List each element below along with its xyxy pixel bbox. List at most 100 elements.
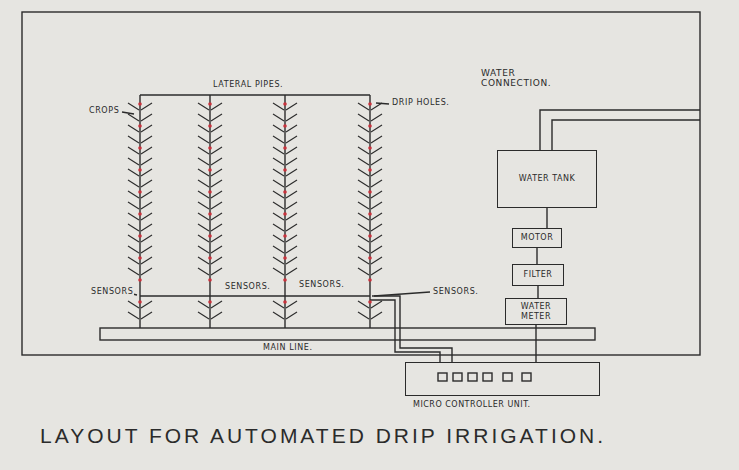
crop-leaf <box>128 158 139 165</box>
crop-leaf <box>358 158 369 165</box>
crop-leaf <box>273 301 284 308</box>
crop-leaf <box>358 125 369 132</box>
crop-leaf <box>286 213 297 220</box>
drip-hole <box>368 256 372 260</box>
crop-leaf <box>211 235 222 242</box>
crop-leaf <box>198 224 209 231</box>
crop-leaf <box>198 125 209 132</box>
crop-leaf <box>198 158 209 165</box>
crop-leaf <box>286 103 297 110</box>
crop-leaf <box>358 114 369 121</box>
drip-hole <box>283 278 287 282</box>
crop-leaf <box>371 125 382 132</box>
main-line <box>100 328 595 340</box>
crop-leaf <box>211 312 222 319</box>
crop-leaf <box>273 125 284 132</box>
crop-leaf <box>198 257 209 264</box>
crop-leaf <box>141 136 152 143</box>
crops-label: CROPS <box>88 106 120 115</box>
water-pipe <box>552 120 700 150</box>
water-pipe <box>540 110 700 150</box>
crop-leaf <box>286 202 297 209</box>
crop-leaf <box>286 125 297 132</box>
pipe-connector <box>536 248 537 264</box>
drip-holes-label: DRIP HOLES. <box>391 98 451 107</box>
crop-leaf <box>211 180 222 187</box>
lateral-pipe <box>139 95 140 328</box>
crop-leaf <box>198 268 209 275</box>
crop-leaf <box>128 301 139 308</box>
crop-leaf <box>273 224 284 231</box>
crop-leaf <box>198 312 209 319</box>
crop-leaf <box>286 169 297 176</box>
crop-leaf <box>141 158 152 165</box>
drip-hole <box>368 124 372 128</box>
crop-leaf <box>273 202 284 209</box>
crop-leaf <box>371 268 382 275</box>
pipe-label: LATERAL PIPES. <box>212 80 284 89</box>
crop-leaf <box>211 202 222 209</box>
crop-leaf <box>371 235 382 242</box>
crop-leaf <box>371 202 382 209</box>
crop-leaf <box>141 235 152 242</box>
leader-line <box>122 112 134 114</box>
crop-leaf <box>286 180 297 187</box>
drip-hole <box>138 190 142 194</box>
crop-leaf <box>273 257 284 264</box>
crop-leaf <box>198 180 209 187</box>
crop-leaf <box>128 103 139 110</box>
crop-leaf <box>128 191 139 198</box>
leader-line <box>376 103 389 104</box>
sensor-label: SENSORS. <box>432 287 479 296</box>
crop-leaf <box>211 169 222 176</box>
crop-leaf <box>358 268 369 275</box>
crop-leaf <box>371 169 382 176</box>
drip-hole <box>283 300 287 304</box>
drip-hole <box>368 212 372 216</box>
crop-leaf <box>371 158 382 165</box>
sensor-wire <box>370 300 440 362</box>
motor-box: MOTOR <box>512 228 562 248</box>
crop-leaf <box>358 147 369 154</box>
drip-hole <box>208 234 212 238</box>
crop-leaf <box>128 114 139 121</box>
crop-leaf <box>286 158 297 165</box>
crop-leaf <box>358 301 369 308</box>
sensor-label: SENSORS <box>90 287 134 296</box>
crop-leaf <box>128 147 139 154</box>
drip-hole <box>368 102 372 106</box>
sensor-wire <box>372 296 452 362</box>
crop-leaf <box>141 301 152 308</box>
box-label: MOTOR <box>518 231 556 244</box>
crop-leaf <box>273 114 284 121</box>
crop-leaf <box>128 224 139 231</box>
crop-leaf <box>211 103 222 110</box>
drip-hole <box>138 168 142 172</box>
crop-leaf <box>141 257 152 264</box>
crop-leaf <box>141 180 152 187</box>
filter-box: FILTER <box>512 264 564 286</box>
lateral-header <box>140 94 370 95</box>
crop-leaf <box>273 246 284 253</box>
drip-hole <box>208 102 212 106</box>
crop-leaf <box>128 257 139 264</box>
crop-leaf <box>211 268 222 275</box>
drip-hole <box>138 124 142 128</box>
crop-leaf <box>211 257 222 264</box>
crop-leaf <box>371 114 382 121</box>
drip-hole <box>208 190 212 194</box>
crop-leaf <box>371 224 382 231</box>
drip-hole <box>368 278 372 282</box>
crop-leaf <box>273 158 284 165</box>
crop-leaf <box>371 312 382 319</box>
crop-leaf <box>128 169 139 176</box>
drip-hole <box>283 256 287 260</box>
crop-leaf <box>198 301 209 308</box>
crop-leaf <box>198 235 209 242</box>
crop-leaf <box>286 312 297 319</box>
crop-leaf <box>198 213 209 220</box>
crop-leaf <box>358 191 369 198</box>
drip-hole <box>138 146 142 150</box>
crop-leaf <box>128 235 139 242</box>
pipe-connector <box>535 325 536 362</box>
